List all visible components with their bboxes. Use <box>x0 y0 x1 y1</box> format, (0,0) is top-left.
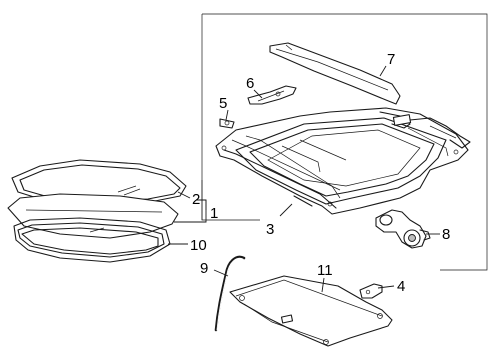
part-bracket-6 <box>247 85 297 105</box>
callout-10: 10 <box>190 237 207 254</box>
part-front-rail <box>269 42 401 105</box>
callout-1: 1 <box>210 205 218 222</box>
leader-11 <box>321 277 325 293</box>
part-sunshade <box>229 275 393 347</box>
callout-4: 4 <box>397 278 405 295</box>
callout-11: 11 <box>317 262 333 279</box>
leader-lines <box>168 65 440 293</box>
leader-3 <box>279 203 293 217</box>
callout-9: 9 <box>200 260 208 277</box>
part-frame-assembly <box>215 107 471 215</box>
leader-9 <box>213 269 229 277</box>
part-drain-hose <box>214 255 246 332</box>
callout-8: 8 <box>442 226 450 243</box>
callout-5: 5 <box>219 95 227 112</box>
callout-7: 7 <box>387 51 395 68</box>
leader-5 <box>225 109 229 121</box>
leader-7 <box>379 65 387 77</box>
leader-6 <box>253 89 263 99</box>
part-motor <box>375 209 431 249</box>
part-weatherstrip <box>13 217 171 263</box>
leader-1 <box>174 199 207 223</box>
leader-4 <box>377 285 395 289</box>
callout-3: 3 <box>266 221 274 238</box>
callout-2: 2 <box>192 191 200 208</box>
callout-6: 6 <box>246 75 254 92</box>
part-clip-4 <box>359 283 383 299</box>
part-screw-5 <box>219 118 235 129</box>
leader-2 <box>177 191 191 199</box>
callout-labels: 1 2 3 4 5 6 7 8 9 10 11 <box>190 51 450 295</box>
